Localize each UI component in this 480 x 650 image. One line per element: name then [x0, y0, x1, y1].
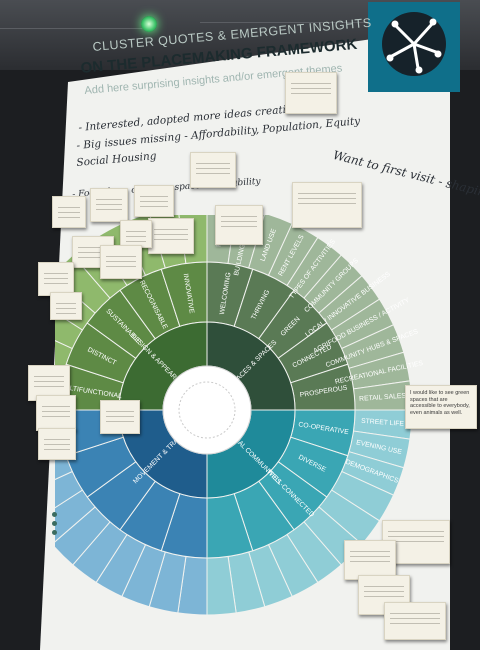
- sticky-note: [50, 292, 82, 320]
- sticky-note-handwriting: [364, 582, 404, 600]
- sticky-note-handwriting: [388, 527, 444, 545]
- ceiling-green-light: [141, 16, 157, 32]
- sticky-note-handwriting: [44, 269, 68, 287]
- ceiling-tile-line: [200, 22, 400, 23]
- sticky-note: [292, 182, 362, 228]
- sticky-note: [120, 220, 152, 248]
- outer-label-social: STREET LIFE: [361, 418, 405, 428]
- sticky-note-text: I would like to see green spaces that ar…: [410, 390, 470, 416]
- placemaking-logo: [368, 2, 460, 92]
- sticky-note: [38, 262, 74, 296]
- legend-dot: [52, 530, 57, 535]
- sticky-note-handwriting: [390, 609, 440, 627]
- sticky-note: [285, 72, 337, 114]
- sticky-note: [384, 602, 446, 640]
- legend-dot: [52, 512, 57, 517]
- sticky-note-handwriting: [106, 407, 134, 425]
- sticky-note: [344, 540, 396, 580]
- sticky-note-handwriting: [44, 435, 70, 453]
- sticky-note-handwriting: [56, 299, 76, 317]
- sticky-note: [100, 245, 142, 279]
- sticky-note-handwriting: [126, 227, 146, 245]
- legend-dot: [52, 521, 57, 526]
- sticky-note: [148, 218, 194, 254]
- sticky-note-handwriting: [291, 79, 331, 97]
- sticky-note-handwriting: [350, 547, 390, 565]
- sticky-note-handwriting: [58, 203, 80, 221]
- sticky-note: [52, 196, 86, 228]
- sticky-note: [38, 428, 76, 460]
- outer-label-places: RETAIL SALES: [359, 393, 407, 403]
- sticky-note-green-space: I would like to see green spaces that ar…: [405, 385, 477, 429]
- sticky-note-handwriting: [196, 159, 230, 177]
- sticky-note-handwriting: [298, 189, 356, 207]
- sticky-note: [100, 400, 140, 434]
- sticky-note: [190, 152, 236, 188]
- sticky-note: [90, 188, 128, 222]
- logo-figures-icon: [386, 18, 442, 74]
- sticky-note-handwriting: [154, 225, 188, 243]
- sticky-note-handwriting: [221, 212, 257, 230]
- sticky-note: [134, 185, 174, 217]
- wheel-center: [162, 365, 252, 455]
- sticky-note-handwriting: [106, 252, 136, 270]
- sticky-note-handwriting: [140, 192, 168, 210]
- sticky-note: [215, 205, 263, 245]
- sticky-note-handwriting: [42, 402, 70, 420]
- logo-disc: [382, 12, 446, 76]
- sticky-note-handwriting: [34, 372, 64, 390]
- sticky-note-handwriting: [96, 195, 122, 213]
- ceiling-tile-line: [0, 28, 150, 29]
- sticky-note: [36, 395, 76, 431]
- wheel-center-sketch: [178, 381, 236, 439]
